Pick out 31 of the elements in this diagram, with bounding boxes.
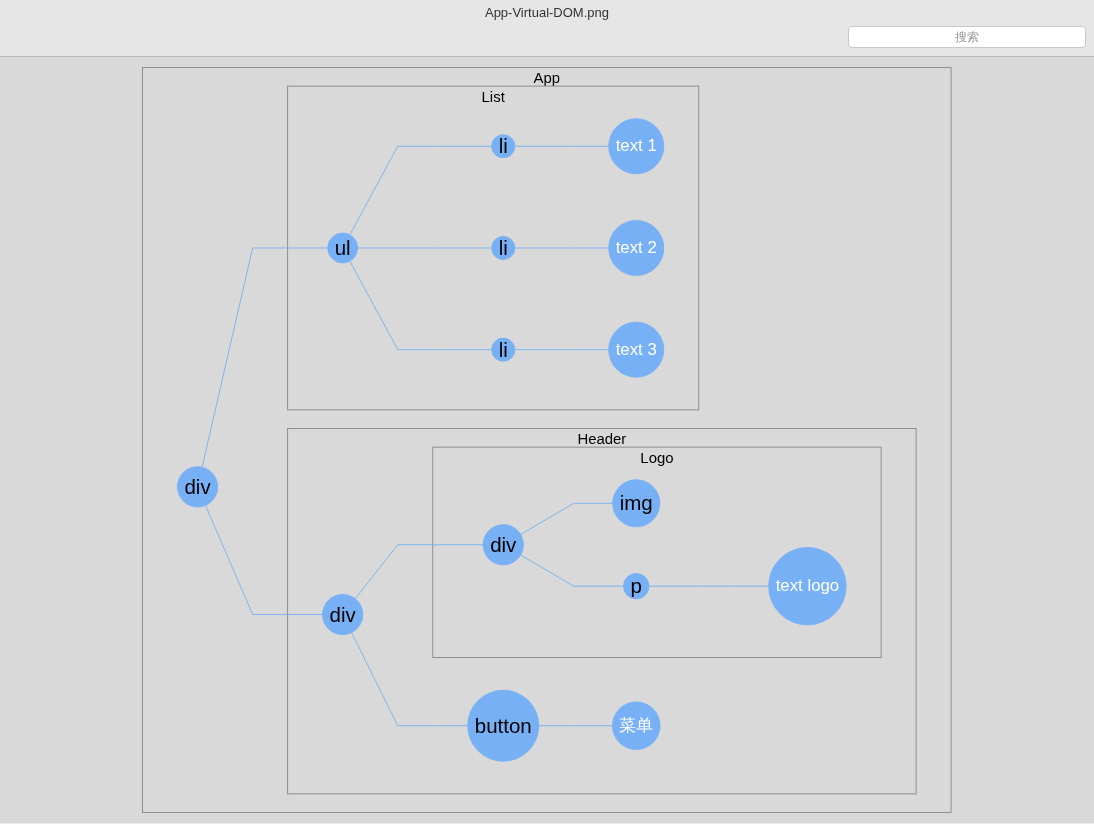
node-circle: button [467, 689, 540, 762]
connector [648, 585, 770, 587]
connector [201, 247, 329, 468]
node-circle: ul [327, 232, 359, 264]
node-circle: p [623, 573, 650, 600]
connector [354, 544, 484, 600]
node-circle: text 2 [608, 220, 665, 276]
connector [520, 502, 614, 536]
node-circle: li [491, 337, 516, 362]
connector [514, 145, 610, 147]
connector [357, 247, 493, 249]
node-circle: img [612, 479, 661, 528]
node-circle: li [491, 134, 516, 159]
connector [351, 632, 469, 727]
node-circle: div [177, 466, 219, 508]
connector [514, 349, 610, 351]
node-circle: 菜单 [612, 701, 661, 750]
node-circle: li [491, 235, 516, 260]
node-circle: div [322, 593, 364, 636]
connector [514, 247, 610, 249]
connector [349, 145, 493, 236]
node-circle: text 3 [608, 321, 665, 378]
window-title: App-Virtual-DOM.png [483, 5, 610, 20]
connector [205, 504, 324, 615]
connector [349, 260, 493, 351]
node-circle: div [482, 524, 525, 566]
node-circle: text logo [768, 547, 847, 626]
connector [520, 554, 625, 587]
search-field: 搜索 [848, 26, 1086, 48]
connector [538, 725, 614, 727]
node-circle: text 1 [608, 118, 665, 175]
